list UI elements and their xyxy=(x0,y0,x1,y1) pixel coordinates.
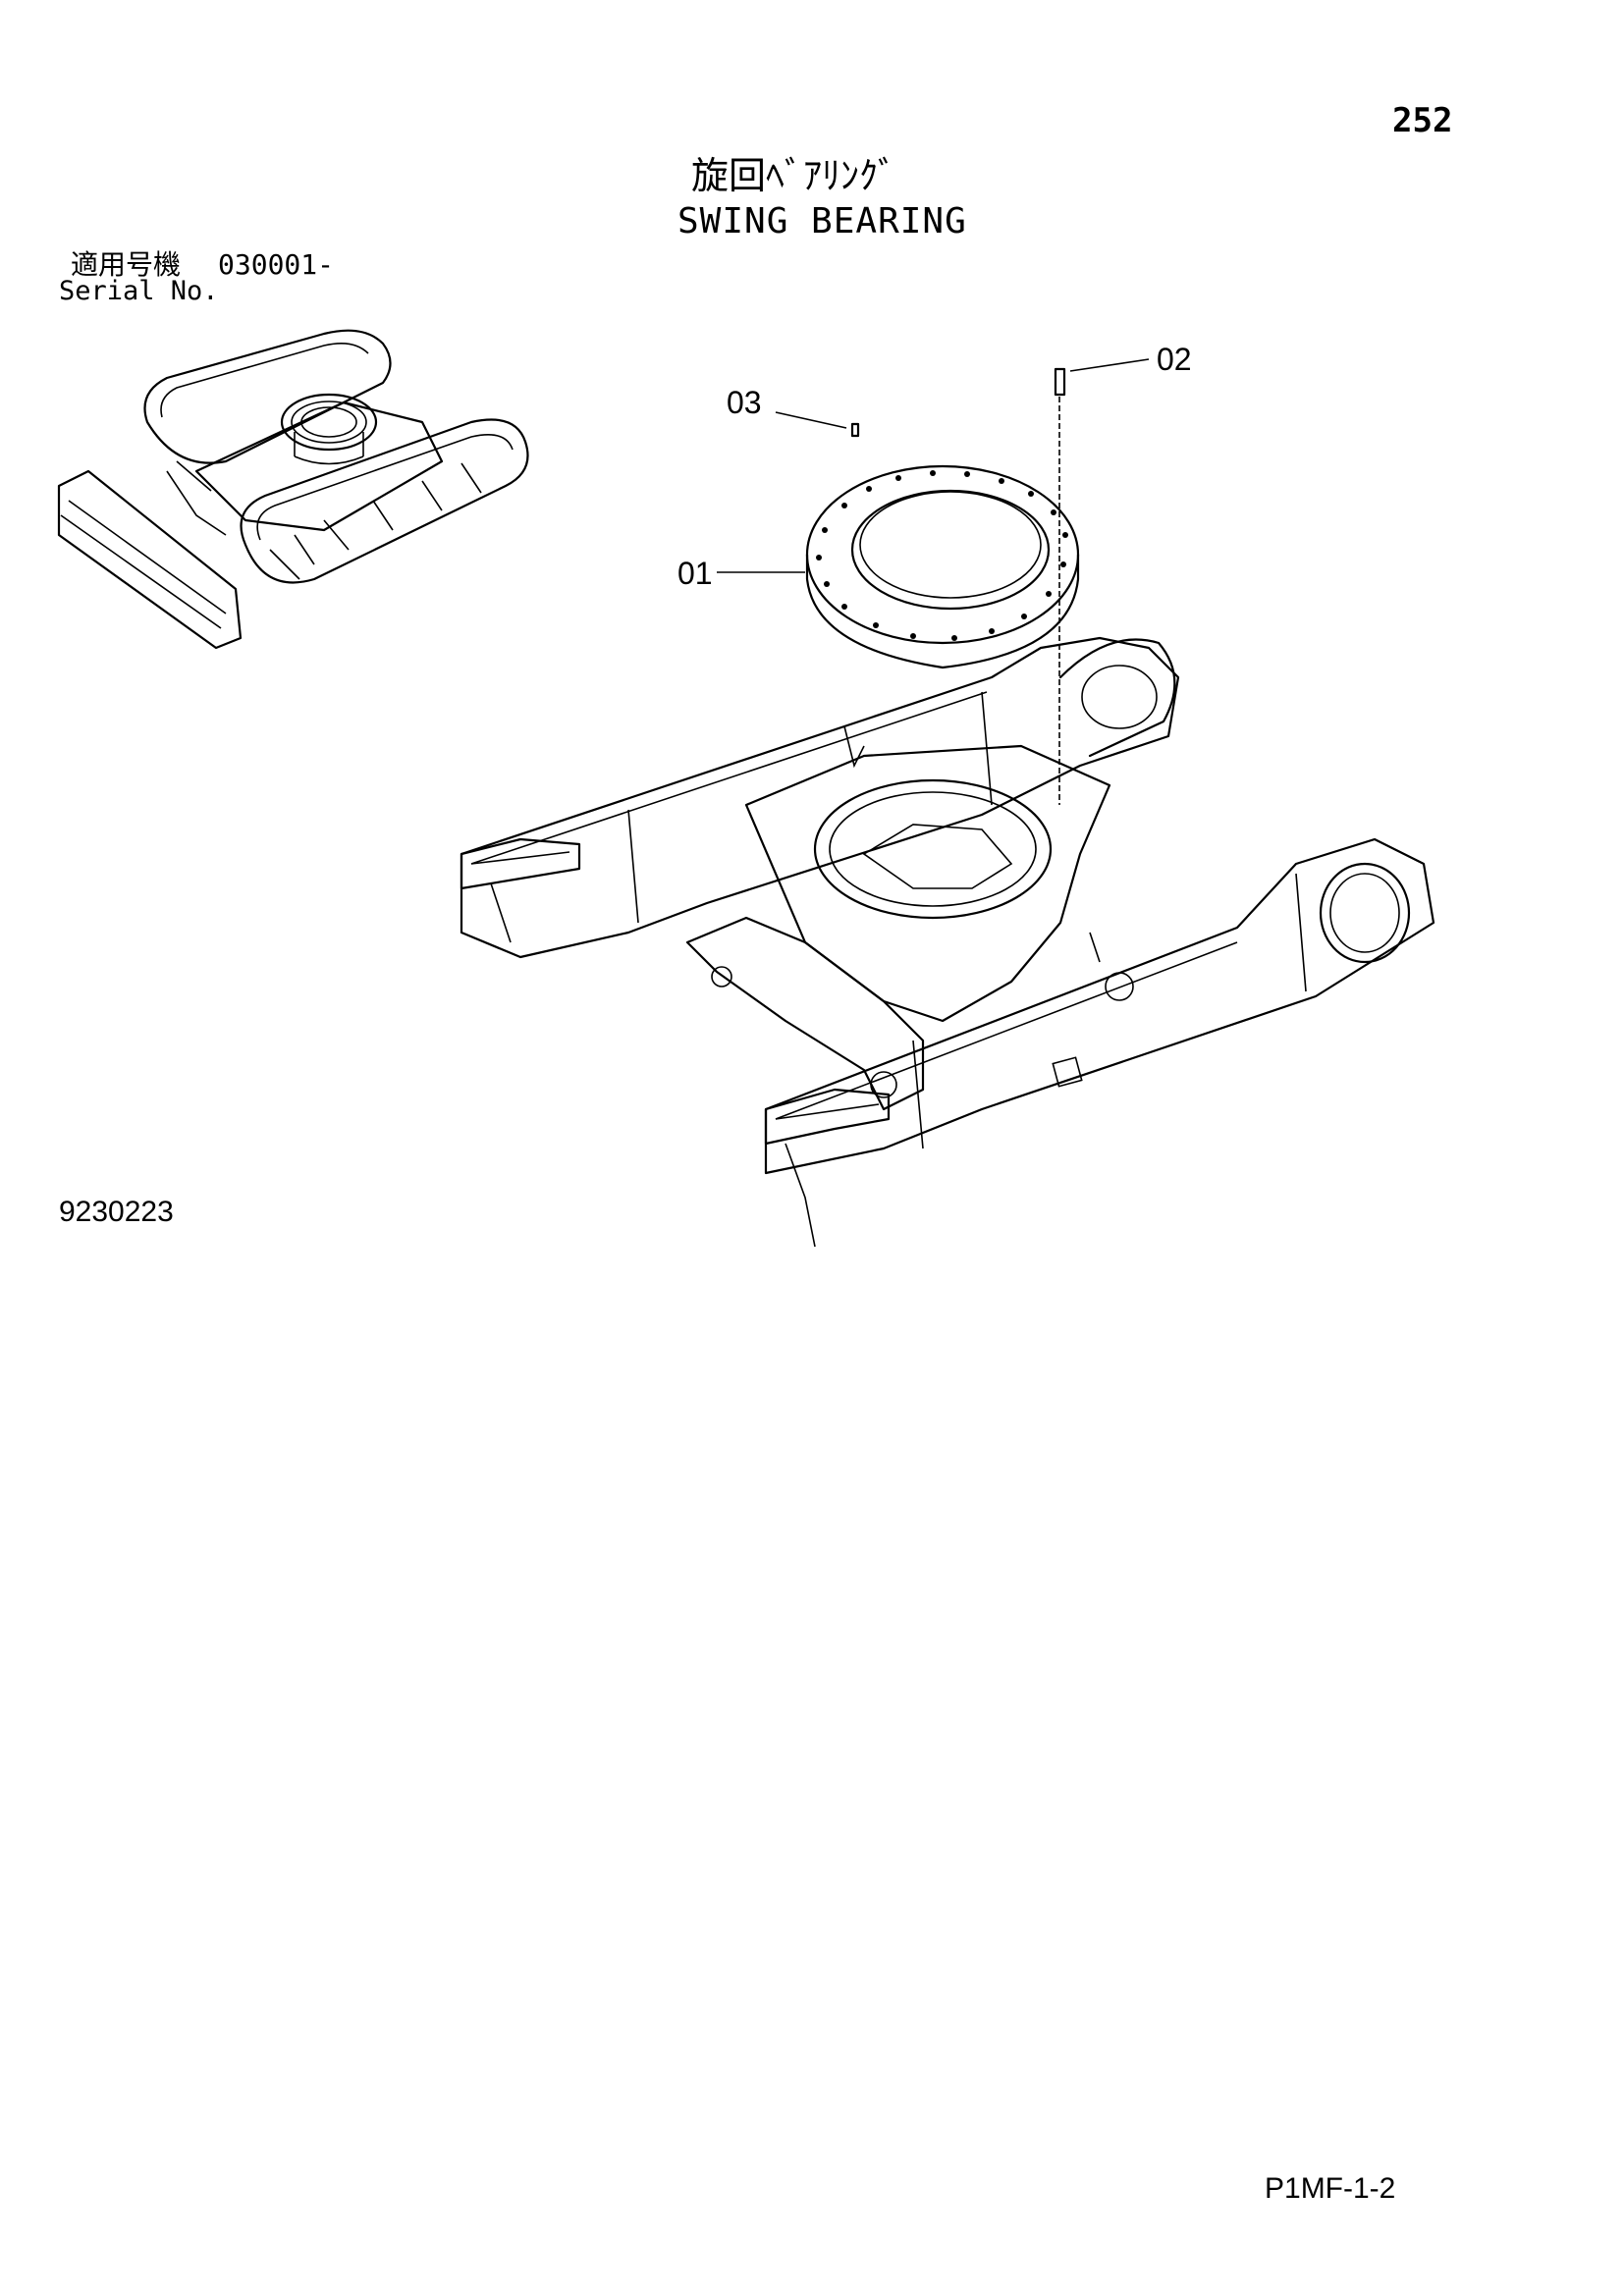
footer-page-code: P1MF-1-2 xyxy=(1265,2172,1396,2205)
serial-label-japanese: 適用号機 xyxy=(71,248,182,281)
callout-label-02: 02 xyxy=(1157,342,1192,377)
callout-label-01: 01 xyxy=(677,556,713,591)
leader-line-03 xyxy=(775,411,847,429)
page-title-english: SWING BEARING xyxy=(677,201,967,241)
swing-bearing-ring-part-01 xyxy=(805,464,1080,669)
callout-label-03: 03 xyxy=(727,385,762,420)
pin-part-03 xyxy=(850,422,860,438)
page-title-japanese: 旋回ﾍﾞｱﾘﾝｸﾞ xyxy=(691,154,897,197)
page-number: 252 xyxy=(1392,101,1453,140)
drawing-number: 9230223 xyxy=(59,1196,174,1228)
undercarriage-frame-illustration xyxy=(460,636,1435,1248)
serial-number: 030001- xyxy=(218,248,335,281)
bolt-part-02 xyxy=(1054,367,1066,805)
leader-line-02 xyxy=(1069,358,1150,372)
undercarriage-overview-illustration xyxy=(57,329,529,650)
serial-label-english: Serial No. xyxy=(59,276,219,306)
